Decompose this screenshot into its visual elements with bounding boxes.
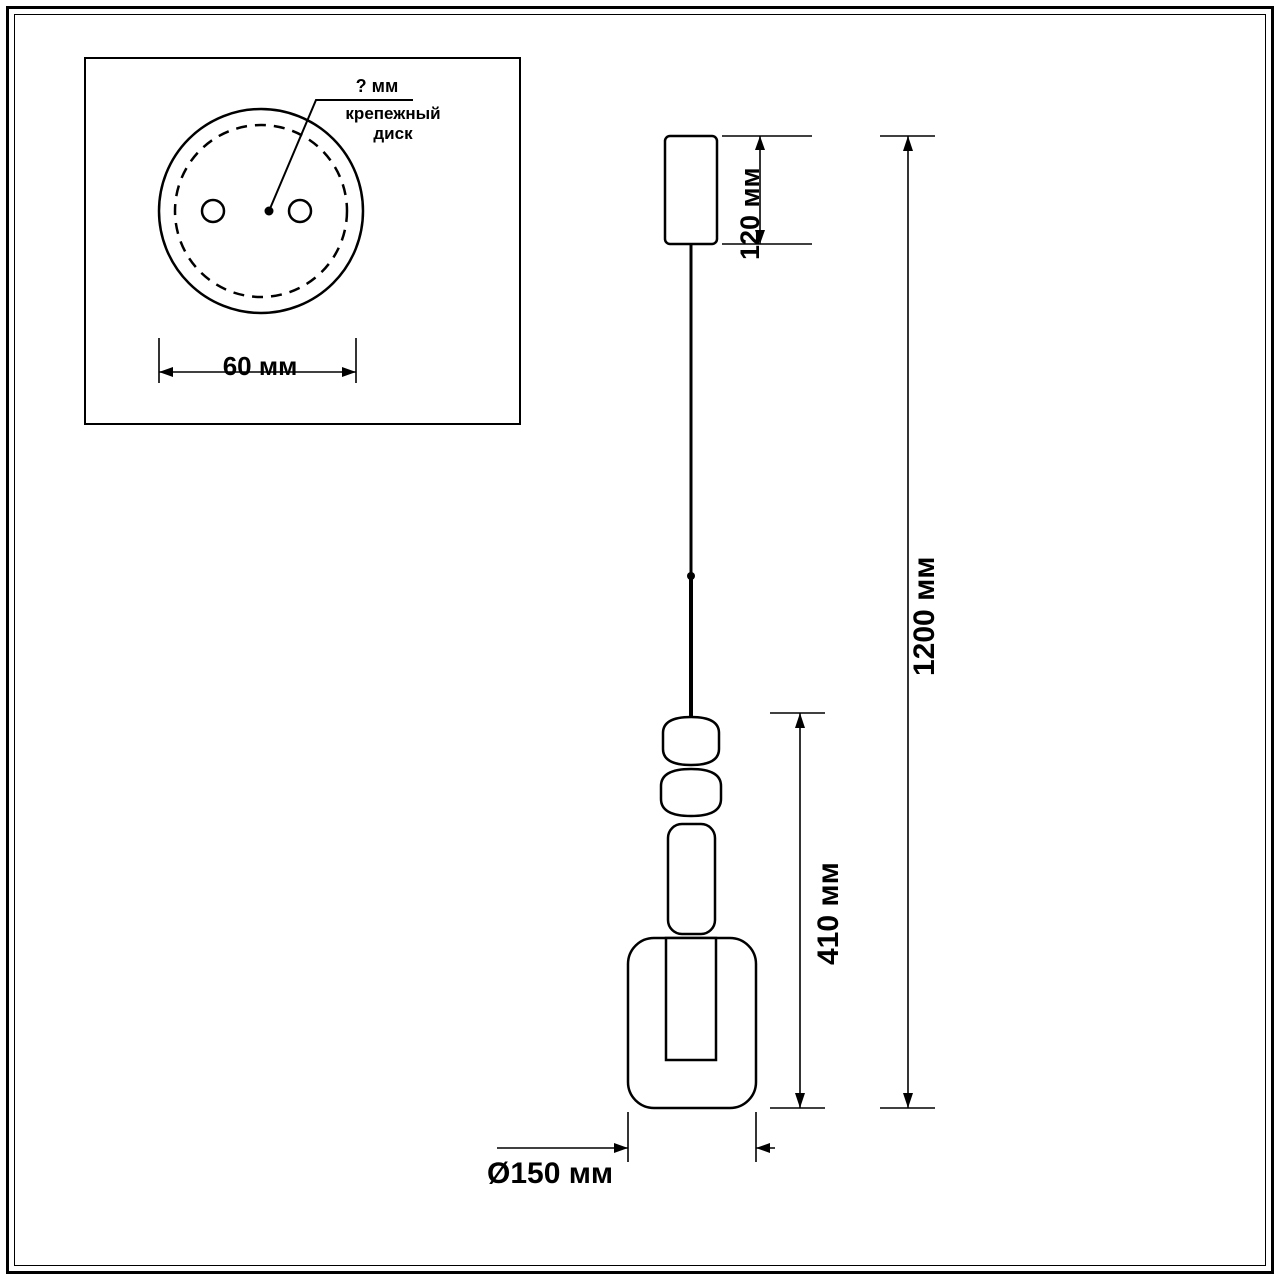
dimension-label-410: 410 мм — [812, 862, 845, 965]
callout-value-label: ? мм — [355, 76, 399, 96]
dimension-label-60: 60 мм — [222, 351, 298, 381]
inner-frame — [14, 14, 1266, 1266]
dimension-label-120: 120 мм — [735, 167, 765, 261]
callout-mounting-disk-label: крепежный диск — [345, 104, 441, 143]
dimension-label-150: Ø150 мм — [487, 1157, 614, 1190]
outer-frame — [6, 6, 1274, 1274]
dimension-label-1200: 1200 мм — [908, 556, 941, 676]
